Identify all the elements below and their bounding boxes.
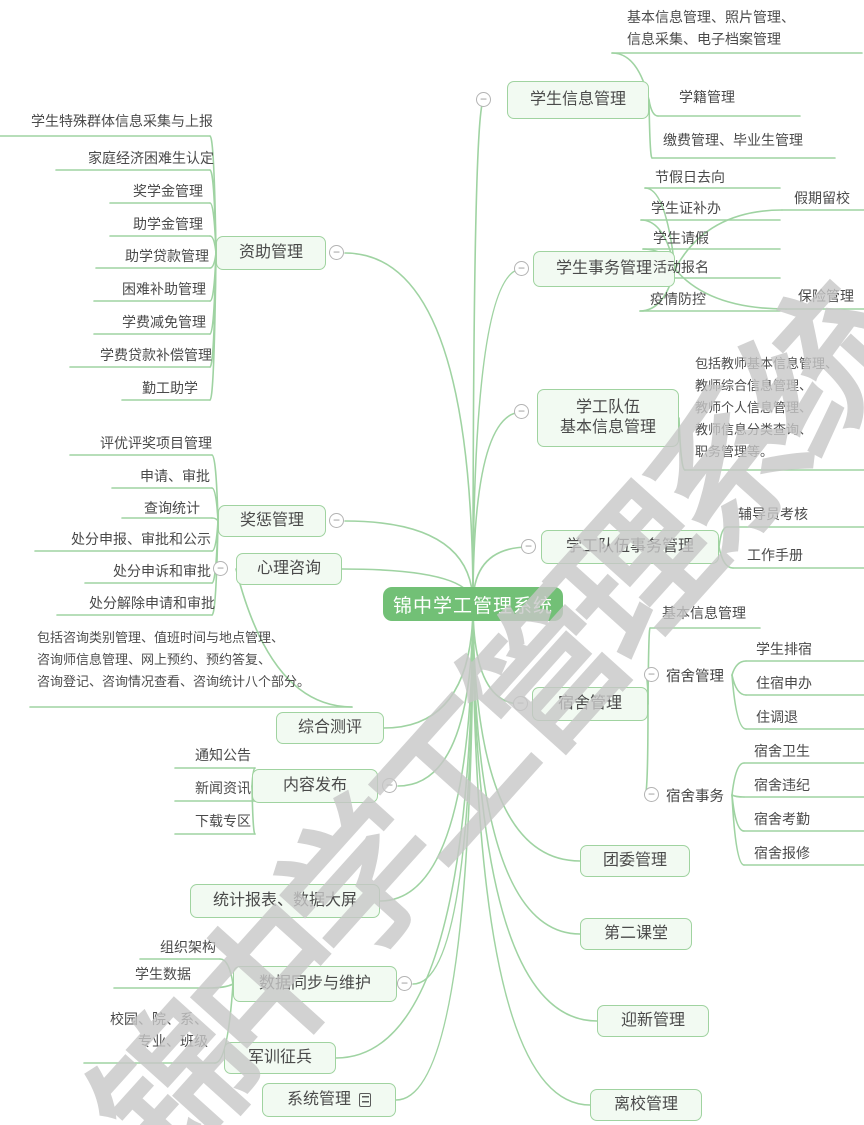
branch-stats-report[interactable]: 统计报表、数据大屏 (190, 884, 380, 918)
collapse-minus-icon[interactable]: − (521, 539, 536, 554)
collapse-minus-icon[interactable]: − (397, 976, 412, 991)
child-topic-label[interactable]: 活动报名 (653, 259, 709, 275)
child-topic-label[interactable]: 新闻资讯 (195, 780, 251, 796)
child-topic-label[interactable]: 通知公告 (195, 747, 251, 763)
child-topic-label[interactable]: 校园、院、系、 专业、班级 (110, 1011, 208, 1050)
child-topic-label[interactable]: 评优评奖项目管理 (100, 435, 212, 451)
collapse-minus-icon[interactable]: − (476, 92, 491, 107)
child-topic-label[interactable]: 学生排宿 (756, 641, 812, 657)
note-label[interactable]: 包括教师基本信息管理、 教师综合信息管理、 教师个人信息管理、 教师信息分类查询… (695, 356, 839, 460)
child-topic-label[interactable]: 疫情防控 (650, 291, 706, 307)
child-topic-label[interactable]: 勤工助学 (142, 380, 198, 396)
child-topic-label[interactable]: 奖学金管理 (133, 183, 203, 199)
branch-student-affairs[interactable]: 学生事务管理 (533, 251, 675, 287)
branch-dorm[interactable]: 宿舍管理 (532, 687, 648, 721)
branch-second-class[interactable]: 第二课堂 (580, 918, 692, 950)
child-topic-label[interactable]: 学费贷款补偿管理 (100, 347, 212, 363)
child-topic-label[interactable]: 学籍管理 (679, 89, 735, 105)
branch-reward-punish[interactable]: 奖惩管理 (218, 505, 326, 537)
child-topic-label[interactable]: 保险管理 (798, 288, 854, 304)
child-topic-label[interactable]: 住调退 (756, 709, 798, 725)
child-topic-label[interactable]: 节假日去向 (655, 169, 725, 185)
sub-branch-label[interactable]: 宿舍事务 (666, 789, 724, 805)
child-topic-label[interactable]: 宿舍报修 (754, 845, 810, 861)
collapse-minus-icon[interactable]: − (644, 667, 659, 682)
child-topic-label[interactable]: 处分申诉和审批 (113, 563, 211, 579)
child-topic-label[interactable]: 辅导员考核 (738, 506, 808, 522)
branch-welcome[interactable]: 迎新管理 (597, 1005, 709, 1037)
child-topic-label[interactable]: 缴费管理、毕业生管理 (663, 132, 803, 148)
branch-student-info[interactable]: 学生信息管理 (507, 81, 649, 119)
branch-content-publish[interactable]: 内容发布 (252, 769, 378, 803)
branch-staff-basic-info[interactable]: 学工队伍 基本信息管理 (537, 389, 679, 447)
child-topic-label[interactable]: 下载专区 (195, 813, 251, 829)
child-topic-label[interactable]: 助学金管理 (133, 216, 203, 232)
collapse-minus-icon[interactable]: − (329, 513, 344, 528)
note-icon (359, 1093, 371, 1107)
branch-system-mgmt[interactable]: 系统管理 (262, 1083, 396, 1117)
child-topic-label[interactable]: 组织架构 (160, 939, 216, 955)
note-label[interactable]: 包括咨询类别管理、值班时间与地点管理、 咨询师信息管理、网上预约、预约答复、 咨… (37, 630, 311, 690)
child-topic-label[interactable]: 宿舍考勤 (754, 811, 810, 827)
child-topic-label[interactable]: 基本信息管理 (662, 605, 746, 621)
central-topic[interactable]: 锦中学工管理系统 (383, 587, 563, 621)
child-topic-label[interactable]: 家庭经济困难生认定 (88, 150, 214, 166)
collapse-minus-icon[interactable]: − (329, 245, 344, 260)
child-topic-label[interactable]: 处分申报、审批和公示 (71, 531, 211, 547)
branch-league[interactable]: 团委管理 (580, 845, 690, 877)
sub-branch-label[interactable]: 宿舍管理 (666, 669, 724, 685)
child-topic-label[interactable]: 学费减免管理 (122, 314, 206, 330)
child-topic-label[interactable]: 工作手册 (747, 547, 803, 563)
child-topic-label[interactable]: 宿舍卫生 (754, 743, 810, 759)
child-topic-label[interactable]: 处分解除申请和审批 (89, 595, 215, 611)
branch-data-sync[interactable]: 数据同步与维护 (233, 966, 397, 1002)
collapse-minus-icon[interactable]: − (514, 404, 529, 419)
branch-aid[interactable]: 资助管理 (216, 236, 326, 270)
collapse-minus-icon[interactable]: − (382, 778, 397, 793)
branch-psych[interactable]: 心理咨询 (236, 553, 342, 585)
child-topic-label[interactable]: 困难补助管理 (122, 281, 206, 297)
collapse-minus-icon[interactable]: − (213, 561, 228, 576)
child-topic-label[interactable]: 学生请假 (653, 230, 709, 246)
collapse-minus-icon[interactable]: − (514, 261, 529, 276)
child-topic-label[interactable]: 查询统计 (144, 500, 200, 516)
child-topic-label[interactable]: 申请、审批 (140, 468, 210, 484)
branch-leave-school[interactable]: 离校管理 (590, 1089, 702, 1121)
branch-military[interactable]: 军训征兵 (224, 1042, 336, 1074)
child-topic-label[interactable]: 学生特殊群体信息采集与上报 (31, 113, 213, 129)
child-topic-label[interactable]: 助学贷款管理 (125, 248, 209, 264)
child-topic-label[interactable]: 假期留校 (794, 190, 850, 206)
collapse-minus-icon[interactable]: − (644, 787, 659, 802)
branch-staff-affairs[interactable]: 学工队伍事务管理 (541, 530, 719, 564)
child-topic-label[interactable]: 学生证补办 (651, 200, 721, 216)
child-topic-label[interactable]: 基本信息管理、照片管理、 信息采集、电子档案管理 (627, 9, 795, 48)
branch-assessment[interactable]: 综合测评 (276, 712, 384, 744)
child-topic-label[interactable]: 住宿申办 (756, 675, 812, 691)
collapse-minus-icon[interactable]: − (513, 696, 528, 711)
child-topic-label[interactable]: 学生数据 (135, 966, 191, 982)
child-topic-label[interactable]: 宿舍违纪 (754, 777, 810, 793)
